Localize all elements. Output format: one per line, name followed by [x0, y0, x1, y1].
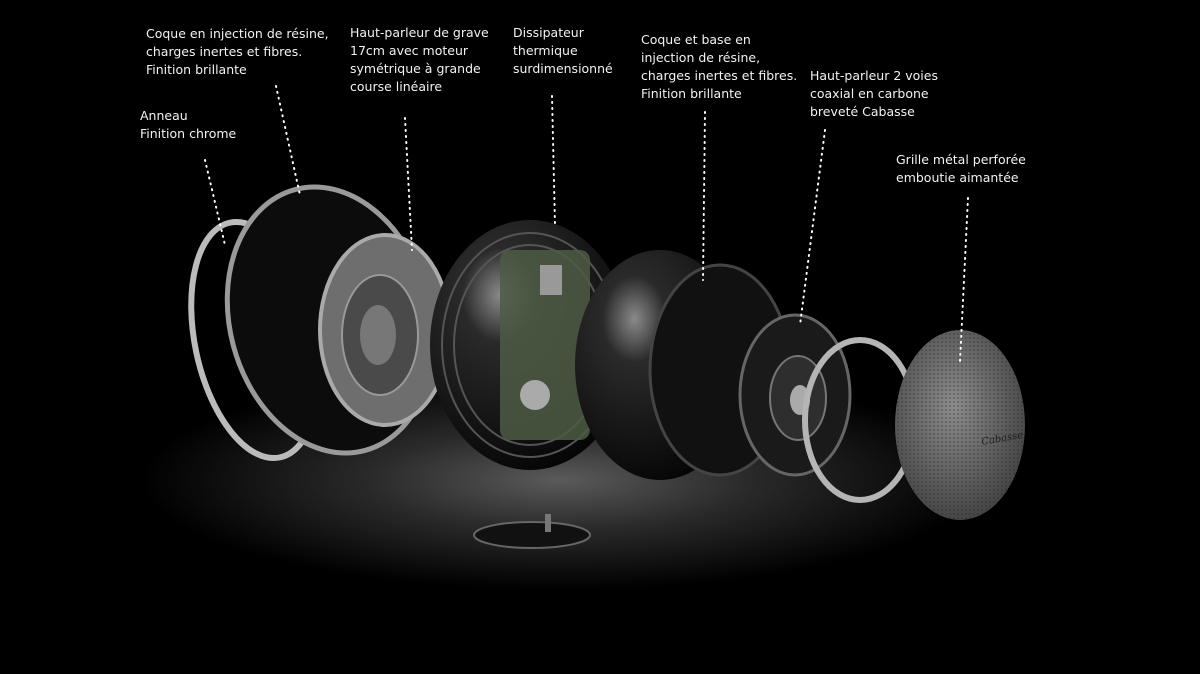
label-line: thermique — [513, 43, 578, 58]
label-line: course linéaire — [350, 79, 443, 94]
label-dissipateur: Dissipateur thermique surdimensionné — [513, 24, 613, 78]
label-coaxial: Haut-parleur 2 voies coaxial en carbone … — [810, 67, 938, 121]
label-line: Haut-parleur 2 voies — [810, 68, 938, 83]
label-line: Finition brillante — [146, 62, 247, 77]
label-line: Coque en injection de résine, — [146, 26, 329, 41]
label-line: Anneau — [140, 108, 188, 123]
label-grille: Grille métal perforée emboutie aimantée — [896, 151, 1026, 187]
leader-coque-base — [702, 111, 706, 281]
label-coque: Coque en injection de résine, charges in… — [146, 25, 329, 79]
label-line: emboutie aimantée — [896, 170, 1019, 185]
label-line: Haut-parleur de grave — [350, 25, 489, 40]
label-line: surdimensionné — [513, 61, 613, 76]
label-anneau: Anneau Finition chrome — [140, 107, 236, 143]
leader-coque — [275, 85, 301, 196]
woofer — [318, 233, 452, 427]
label-line: Dissipateur — [513, 25, 584, 40]
label-line: breveté Cabasse — [810, 104, 915, 119]
leader-dissipateur — [551, 95, 556, 226]
label-line: Coque et base en — [641, 32, 751, 47]
leader-grave — [404, 117, 413, 251]
leader-anneau — [204, 159, 226, 246]
label-line: charges inertes et fibres. — [146, 44, 303, 59]
label-line: Finition brillante — [641, 86, 742, 101]
label-line: charges inertes et fibres. — [641, 68, 798, 83]
label-line: Finition chrome — [140, 126, 237, 141]
label-line: coaxial en carbone — [810, 86, 929, 101]
label-line: Grille métal perforée — [896, 152, 1026, 167]
label-line: injection de résine, — [641, 50, 761, 65]
label-grave: Haut-parleur de grave 17cm avec moteur s… — [350, 24, 489, 96]
label-line: symétrique à grande — [350, 61, 481, 76]
base-piece — [473, 514, 591, 549]
label-coque-base: Coque et base en injection de résine, ch… — [641, 31, 797, 103]
leader-coaxial — [799, 129, 826, 326]
coaxial-driver — [738, 313, 852, 477]
label-line: 17cm avec moteur — [350, 43, 468, 58]
metal-grille: Cabasse — [895, 330, 1025, 520]
